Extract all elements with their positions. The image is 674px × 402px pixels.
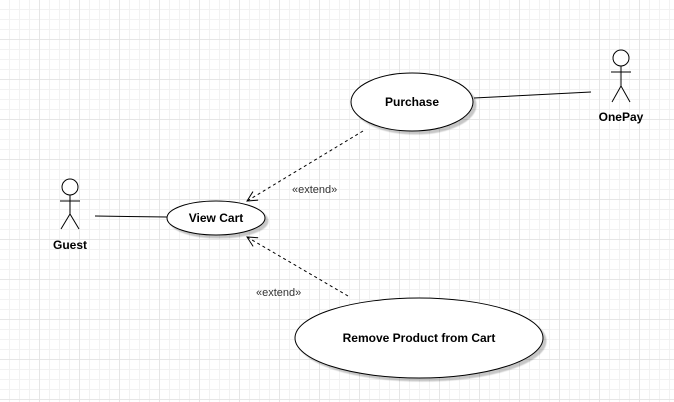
association-onepay-purchase[interactable] — [473, 91, 592, 99]
use-case-view-cart[interactable]: View Cart — [166, 200, 266, 236]
actor-onepay[interactable]: OnePay — [599, 49, 644, 124]
stick-figure-icon — [60, 178, 80, 230]
use-case-remove-product-label: Remove Product from Cart — [343, 331, 496, 345]
use-case-remove-product[interactable]: Remove Product from Cart — [294, 297, 544, 379]
actor-onepay-label: OnePay — [599, 110, 644, 124]
use-case-purchase[interactable]: Purchase — [350, 72, 474, 132]
extend-label-purchase: «extend» — [292, 184, 337, 196]
actor-guest[interactable]: Guest — [53, 178, 87, 252]
use-case-view-cart-label: View Cart — [189, 211, 243, 225]
extend-label-remove-product: «extend» — [256, 287, 301, 299]
actor-guest-label: Guest — [53, 238, 87, 252]
stick-figure-icon — [611, 49, 631, 103]
association-guest-view-cart[interactable] — [94, 215, 168, 218]
use-case-purchase-label: Purchase — [385, 95, 439, 109]
extend-purchase-view-cart[interactable] — [247, 130, 364, 201]
extend-remove-product-view-cart[interactable] — [247, 237, 349, 297]
